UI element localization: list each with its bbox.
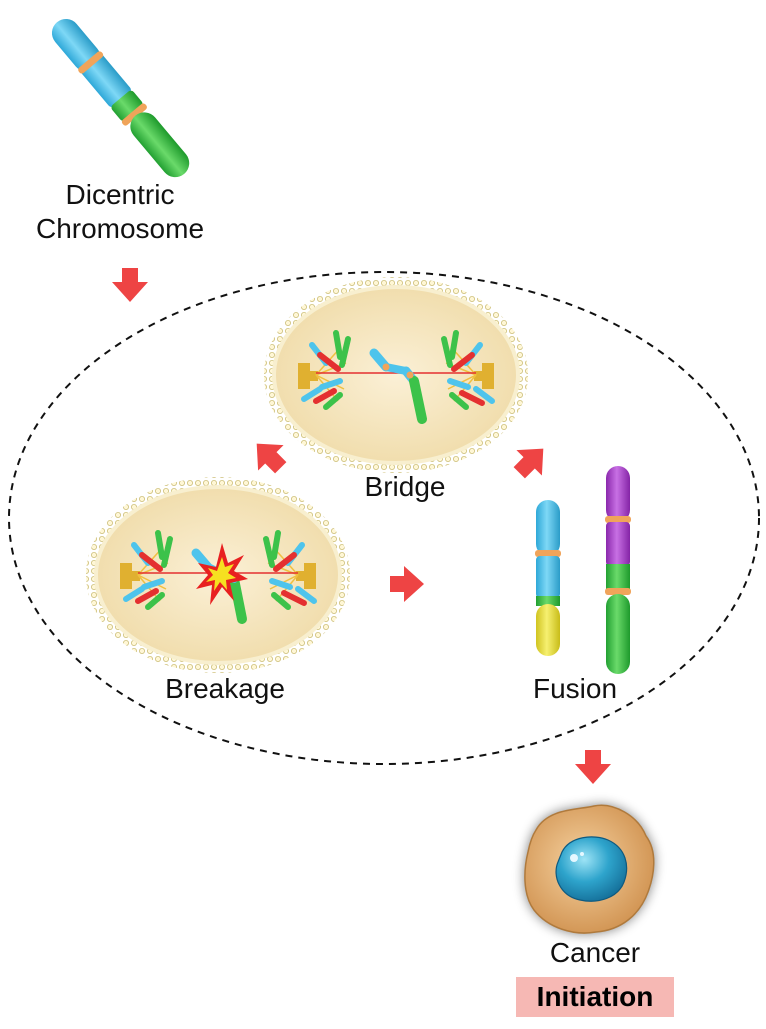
breakage-cell xyxy=(86,477,350,673)
dicentric-label-line2: Chromosome xyxy=(35,213,205,244)
fusion-chromosome-large xyxy=(605,466,631,674)
cancer-label: Cancer xyxy=(549,937,641,968)
cancer-cell xyxy=(524,804,655,934)
fusion-chromosome-small xyxy=(535,500,561,656)
fusion-label: Fusion xyxy=(532,673,618,704)
dicentric-label-line1: Dicentric xyxy=(65,179,175,210)
dicentric-chromosome xyxy=(51,18,190,178)
breakage-label: Breakage xyxy=(165,673,285,704)
arrow-to-breakage xyxy=(256,443,287,474)
bridge-cell xyxy=(264,277,528,473)
arrow-to-bridge xyxy=(513,448,544,479)
bridge-label: Bridge xyxy=(364,471,446,502)
arrow-to-fusion xyxy=(390,566,424,602)
dicentric-chromosome-label: Dicentric Chromosome xyxy=(20,178,220,246)
cycle-boundary xyxy=(8,271,760,765)
break-burst-icon xyxy=(196,543,248,605)
arrow-down-1 xyxy=(112,268,148,302)
arrow-down-2 xyxy=(575,750,611,784)
initiation-label: Initiation xyxy=(516,977,674,1017)
